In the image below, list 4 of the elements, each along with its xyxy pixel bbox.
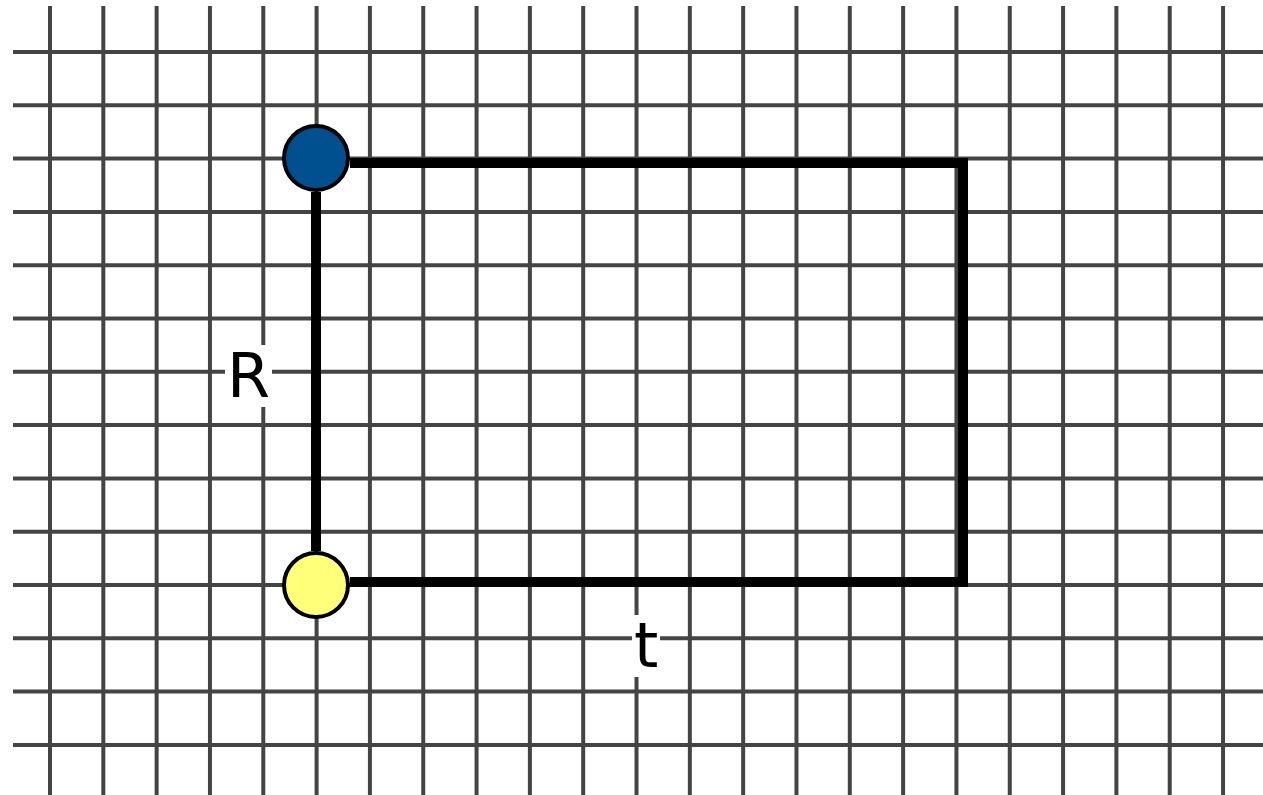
connector-line — [311, 192, 321, 551]
edge-label: R — [225, 345, 273, 407]
edge-label: t — [632, 615, 661, 677]
connector-line — [350, 158, 968, 587]
